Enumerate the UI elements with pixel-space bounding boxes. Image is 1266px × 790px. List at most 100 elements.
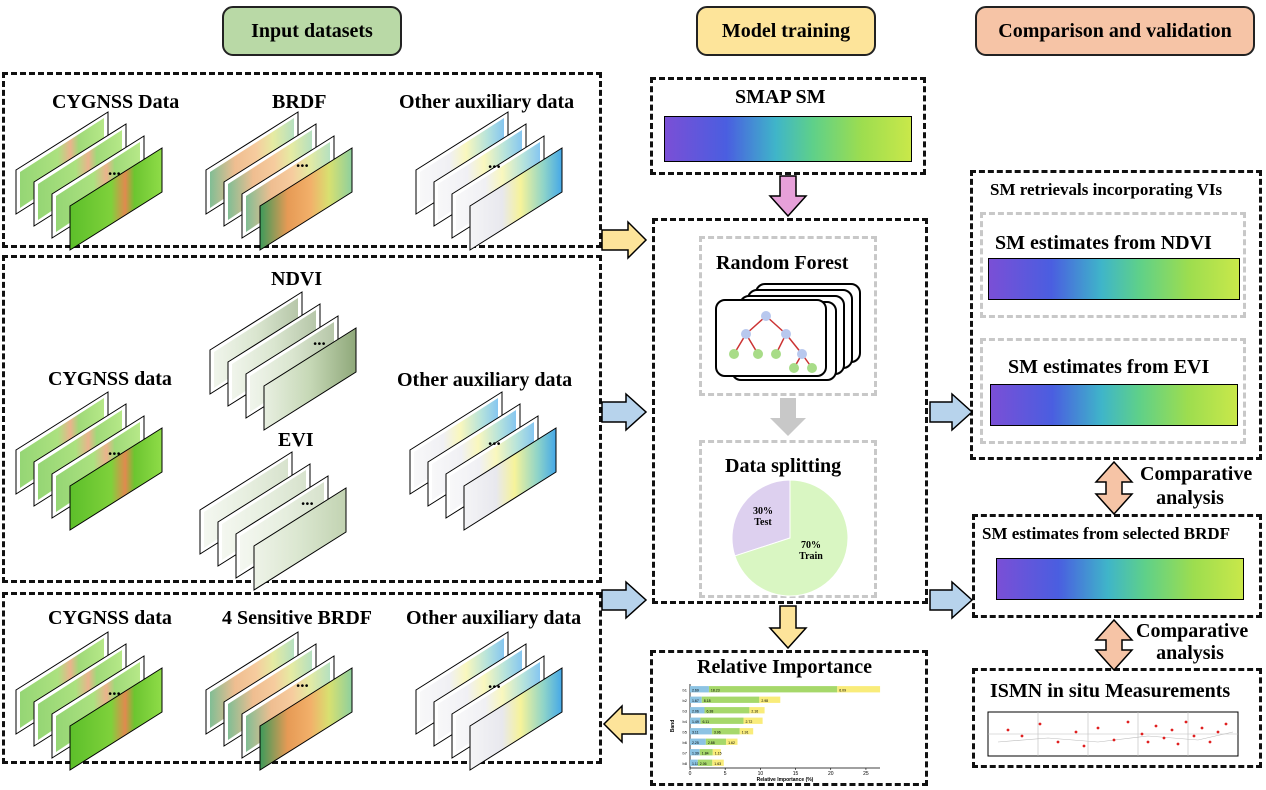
imp-bar-b6-0 (690, 738, 706, 745)
ismn-station-dot (1176, 742, 1180, 746)
stack-cygnss-2-layer (69, 427, 163, 531)
label-comparative-1: Comparative analysis (1140, 463, 1253, 509)
ndvi-estimates-box (980, 212, 1246, 318)
ismn-station-dot (1154, 724, 1158, 728)
stack-evi (199, 451, 347, 591)
label-sm-evi: SM estimates from EVI (1008, 356, 1210, 378)
ismn-station-dot (1224, 722, 1228, 726)
imp-band-tick: b6 (683, 740, 688, 745)
arrow-input-to-model-3 (601, 580, 648, 620)
label-relative-importance: Relative Importance (697, 656, 872, 678)
imp-x-tick-label: 15 (793, 771, 799, 777)
header-model-label: Model training (721, 19, 851, 42)
stack-cygnss-1-layer (69, 147, 163, 251)
ismn-station-dot (1074, 730, 1078, 734)
imp-band-tick: b1 (683, 687, 688, 692)
imp-x-tick-label: 5 (724, 771, 727, 777)
ellipsis-cygnss-2: ... (108, 440, 121, 459)
header-input-datasets: Input datasets (222, 6, 402, 56)
imp-band-tick: b7 (683, 750, 688, 755)
stack-brdf-layer (259, 147, 353, 251)
imp-band-tick: b3 (683, 708, 688, 713)
imp-bar-b8-2 (712, 759, 724, 766)
random-forest-icon (715, 283, 861, 381)
ismn-station-dot (1056, 740, 1060, 744)
imp-bar-b7-1 (699, 749, 713, 756)
ismn-station-dot (1192, 734, 1196, 738)
pie-slice-test (731, 479, 791, 557)
pie-slice-train (734, 479, 849, 597)
stack-cygnss-3 (15, 631, 163, 771)
label-comparative-2: Comparative analysis (1136, 620, 1249, 664)
stack-cygnss-1 (15, 111, 163, 251)
imp-bar-b7-0 (690, 749, 700, 756)
imp-label-b1-0: 2.69 (692, 688, 699, 692)
imp-label-b5-2: 1.91 (742, 730, 749, 734)
ismn-station-dot (1146, 740, 1150, 744)
stack-aux-2 (409, 391, 557, 531)
imp-bar-b4-0 (690, 717, 701, 724)
ellipsis-ndvi: ... (313, 330, 326, 349)
imp-bar-b1-1 (708, 686, 838, 693)
ismn-station-dot (1200, 726, 1204, 730)
imp-bar-b4-2 (743, 717, 763, 724)
stack-aux-3 (415, 631, 563, 771)
imp-x-tick-label: 25 (863, 771, 869, 777)
arrow-importance-to-input (602, 704, 647, 744)
stack-ndvi-layer (263, 327, 357, 431)
imp-bar-b2-1 (701, 696, 760, 703)
imp-x-label: Relative Importance (%) (757, 777, 814, 783)
label-cygnss-data-1: CYGNSS Data (52, 91, 180, 113)
label-cygnss-data-3: CYGNSS data (48, 607, 172, 629)
imp-label-b1-2: 6.09 (839, 688, 846, 692)
pie-train-label: 70% Train (796, 540, 826, 562)
label-aux-data-3: Other auxiliary data (406, 607, 582, 629)
ellipsis-aux-1: ... (488, 153, 501, 172)
imp-bar-b3-0 (690, 707, 705, 714)
header-comparison-validation: Comparison and validation (975, 6, 1255, 56)
imp-bar-b5-1 (711, 728, 740, 735)
label-vi-retrievals: SM retrievals incorporating VIs (990, 180, 1223, 199)
random-forest-box (699, 236, 877, 396)
imp-x-tick-label: 0 (689, 771, 692, 777)
ismn-station-dot (1126, 720, 1130, 724)
imp-band-tick: b2 (683, 698, 688, 703)
imp-bar-b3-1 (704, 707, 750, 714)
imp-y-label: Band (670, 720, 676, 733)
pie-train-pct: 70% (801, 540, 821, 551)
stack-aux-1-layer (469, 147, 563, 251)
pie-train-text: Train (799, 551, 823, 562)
ellipsis-cygnss-1: ... (108, 160, 121, 179)
data-splitting-pie (731, 479, 849, 597)
imp-band-tick: b4 (683, 719, 688, 724)
label-aux-data-2: Other auxiliary data (397, 369, 573, 391)
imp-label-b8-0: 1.11 (692, 762, 699, 766)
label-sm-ndvi: SM estimates from NDVI (995, 232, 1212, 254)
ismn-station-dot (1170, 728, 1174, 732)
stack-cygnss-2 (15, 391, 163, 531)
evi-estimates-box (980, 338, 1246, 444)
ellipsis-cygnss-3: ... (108, 680, 121, 699)
label-ndvi: NDVI (271, 268, 323, 290)
ismn-station-dot (1006, 728, 1010, 732)
ismn-station-dot (1096, 726, 1100, 730)
arrow-rf-to-split (770, 398, 806, 436)
imp-label-b4-1: 6.11 (702, 720, 709, 724)
imp-label-b2-2: 2.98 (761, 699, 768, 703)
imp-bar-b8-0 (690, 759, 698, 766)
imp-label-b4-2: 2.72 (745, 720, 752, 724)
imp-label-b5-1: 3.96 (714, 730, 721, 734)
stack-brdf-sensitive-layer (259, 667, 353, 771)
imp-bar-b3-2 (749, 707, 765, 714)
imp-label-b7-0: 1.39 (692, 751, 699, 755)
stack-evi-layer (253, 487, 347, 591)
arrow-model-to-importance (768, 605, 808, 650)
imp-bar-b8-1 (697, 759, 713, 766)
imp-bar-b5-0 (690, 728, 712, 735)
label-evi: EVI (278, 429, 314, 451)
stack-ndvi (209, 291, 357, 431)
header-model-training: Model training (696, 6, 876, 56)
imp-label-b1-1: 18.23 (711, 688, 720, 692)
